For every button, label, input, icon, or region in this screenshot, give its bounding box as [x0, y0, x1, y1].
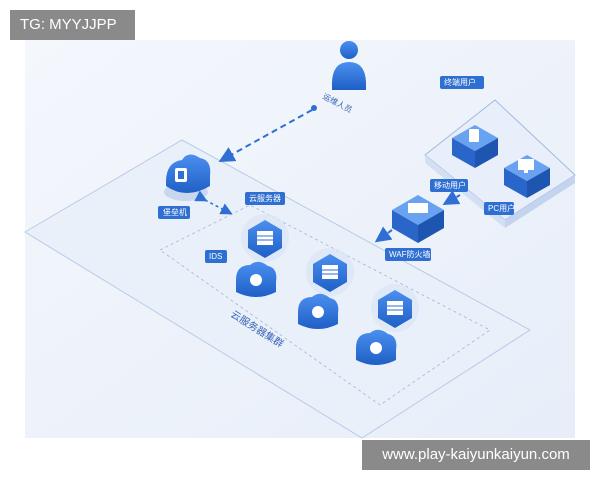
url-watermark: www.play-kaiyunkaiyun.com — [362, 440, 590, 470]
terminal-users-label: 终端用户 — [444, 77, 476, 87]
users-to-waf-arrow — [442, 190, 461, 205]
ops-user-icon — [332, 41, 366, 90]
waf-label: WAF防火墙 — [389, 249, 430, 259]
ids-label: IDS — [209, 252, 222, 261]
tg-watermark: TG: MYYJJPP — [10, 10, 135, 40]
ids-shield-icon — [356, 329, 397, 365]
ids-shield-icon — [298, 293, 339, 329]
bastion-server-link — [194, 190, 233, 215]
cloud-server-label: 云服务器 — [249, 193, 281, 203]
ids-shield-icon — [236, 261, 277, 297]
ops-to-bastion-arrow — [218, 109, 313, 162]
pc-user-label: PC用户 — [488, 203, 515, 213]
server-icon — [241, 214, 289, 262]
waf-to-cluster-arrow — [374, 226, 393, 243]
outer-platform — [24, 139, 531, 439]
mobile-user-label: 移动用户 — [434, 180, 466, 190]
pc-device-icon — [504, 155, 550, 198]
server-icon — [306, 248, 354, 296]
mobile-device-icon — [452, 125, 498, 168]
waf-firewall-icon — [392, 195, 444, 243]
bastion-label: 堡垒机 — [163, 207, 187, 217]
cluster-area — [159, 204, 491, 406]
server-icon — [371, 284, 419, 332]
